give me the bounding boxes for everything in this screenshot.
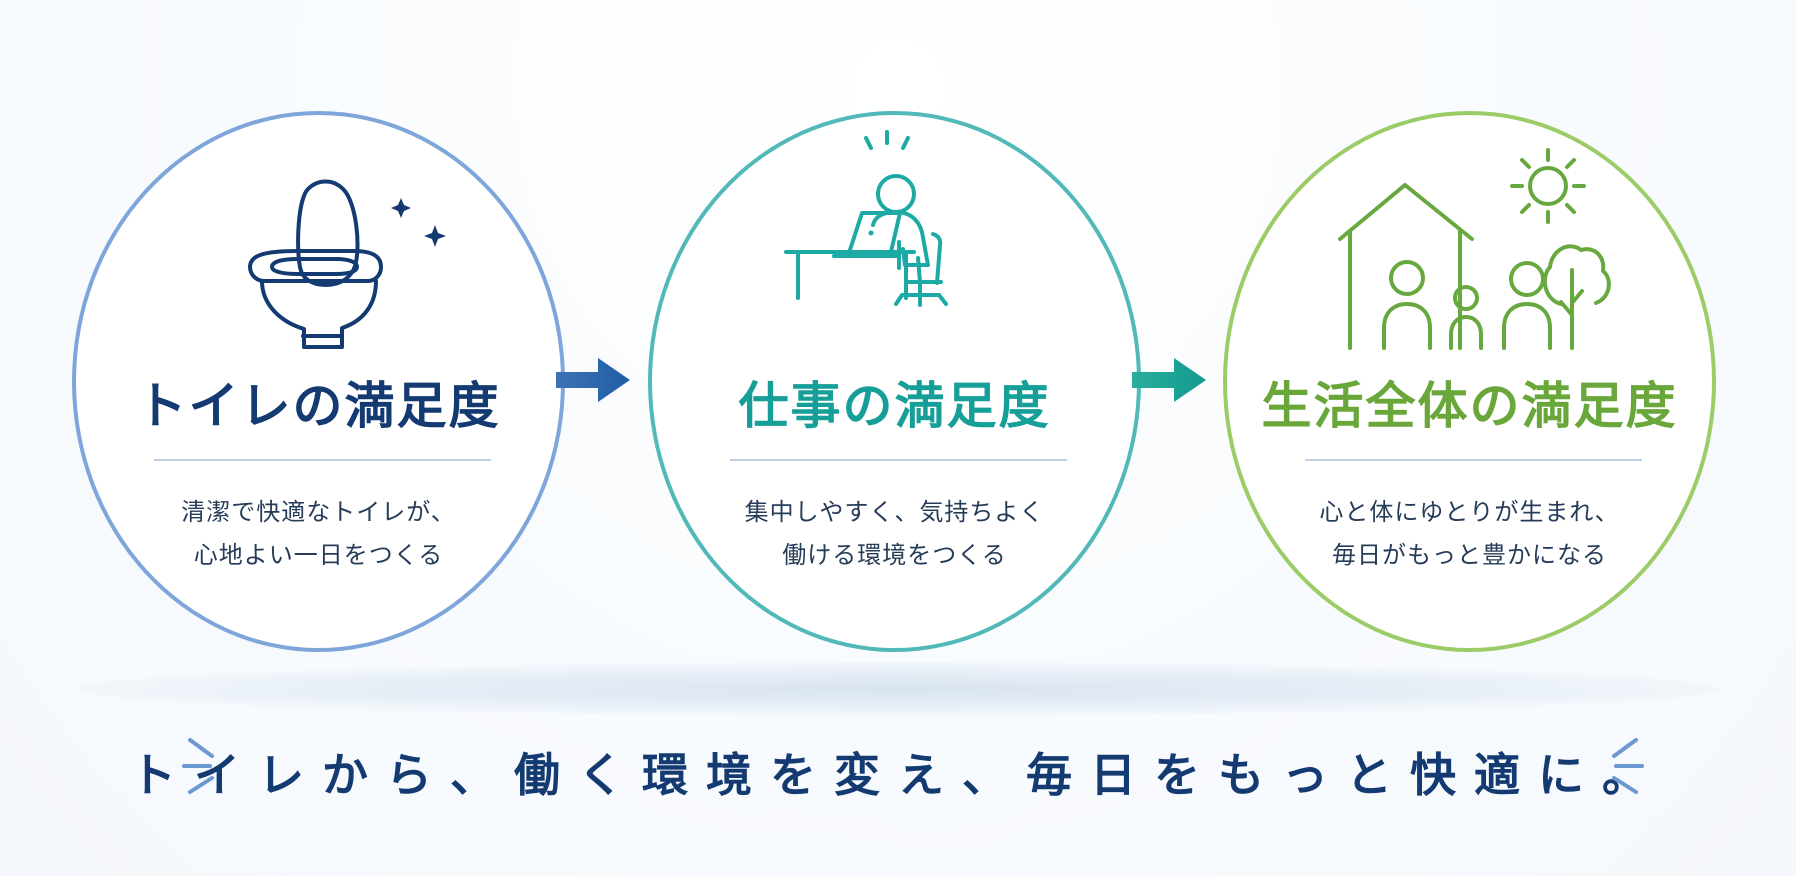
card-title-life: 生活全体の満足度 — [1261, 377, 1678, 435]
arrow-right-icon — [1132, 358, 1206, 402]
toilet-icon — [76, 115, 561, 355]
work-satisfaction-circle: 仕事の満足度 集中しやすく、気持ちよく 働ける環境をつくる — [648, 111, 1141, 652]
card-divider — [730, 459, 1067, 461]
desc-line: 働ける環境をつくる — [782, 541, 1007, 569]
card-description-life: 心と体にゆとりが生まれ、 毎日がもっと豊かになる — [1227, 491, 1712, 577]
card-divider — [1305, 459, 1642, 461]
desc-line: 心地よい一日をつくる — [193, 541, 444, 569]
card-divider — [154, 459, 491, 461]
home-family-icon — [1227, 115, 1712, 355]
card-title-toilet: トイレの満足度 — [136, 377, 501, 435]
card-description-work: 集中しやすく、気持ちよく 働ける環境をつくる — [652, 491, 1137, 577]
desc-line: 集中しやすく、気持ちよく — [744, 498, 1045, 526]
desc-line: 毎日がもっと豊かになる — [1332, 541, 1607, 569]
card-description-toilet: 清潔で快適なトイレが、 心地よい一日をつくる — [76, 491, 561, 577]
worker-at-desk-icon — [652, 115, 1137, 355]
footer-message: トイレから、働く環境を変え、毎日をもっと快適に。 — [130, 748, 1666, 802]
sparkle-lines-icon — [182, 738, 214, 794]
baseline-shadow — [78, 662, 1718, 716]
desc-line: 清潔で快適なトイレが、 — [181, 498, 456, 526]
desc-line: 心と体にゆとりが生まれ、 — [1319, 498, 1620, 526]
card-title-work: 仕事の満足度 — [738, 377, 1051, 435]
sparkle-lines-icon — [1612, 738, 1644, 794]
toilet-satisfaction-circle: トイレの満足度 清潔で快適なトイレが、 心地よい一日をつくる — [72, 111, 565, 652]
arrow-right-icon — [556, 358, 630, 402]
life-satisfaction-circle: 生活全体の満足度 心と体にゆとりが生まれ、 毎日がもっと豊かになる — [1223, 111, 1716, 652]
